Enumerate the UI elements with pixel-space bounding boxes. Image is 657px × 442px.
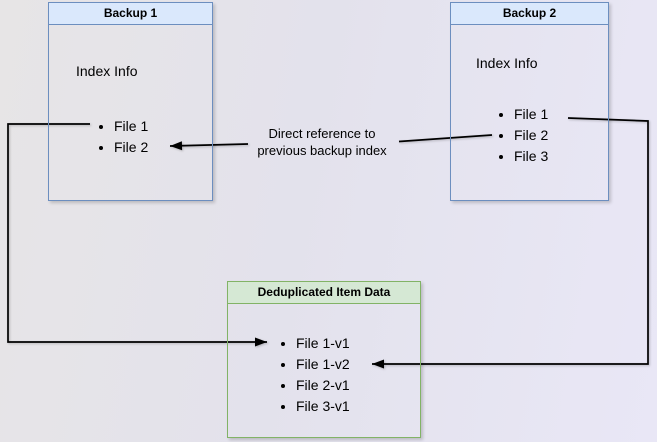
dedup-header: Deduplicated Item Data — [228, 282, 420, 304]
backup2-file-list: File 1 File 2 File 3 — [451, 104, 548, 167]
backup1-file-list: File 1 File 2 — [49, 116, 148, 158]
dedup-item: File 2-v1 — [296, 375, 350, 396]
dedup-item-list: File 1-v1 File 1-v2 File 2-v1 File 3-v1 — [228, 333, 350, 417]
annotation-line2: previous backup index — [257, 143, 387, 158]
dedup-box: Deduplicated Item Data File 1-v1 File 1-… — [227, 281, 421, 438]
dedup-item: File 1-v2 — [296, 354, 350, 375]
backup1-index-label: Index Info — [76, 63, 138, 79]
backup1-box: Backup 1 Index Info File 1 File 2 — [48, 2, 213, 201]
annotation-line1: Direct reference to — [268, 126, 376, 141]
backup1-header: Backup 1 — [49, 3, 212, 25]
backup2-file-item: File 3 — [514, 146, 548, 167]
backup2-box: Backup 2 Index Info File 1 File 2 File 3 — [450, 2, 609, 201]
dedup-item: File 3-v1 — [296, 396, 350, 417]
backup2-header: Backup 2 — [451, 3, 608, 25]
annotation-label: Direct reference to previous backup inde… — [237, 125, 407, 159]
backup2-file-item: File 1 — [514, 104, 548, 125]
backup1-file-item: File 1 — [114, 116, 148, 137]
backup2-file-item: File 2 — [514, 125, 548, 146]
dedup-item: File 1-v1 — [296, 333, 350, 354]
backup1-file-item: File 2 — [114, 137, 148, 158]
backup2-index-label: Index Info — [476, 55, 538, 71]
